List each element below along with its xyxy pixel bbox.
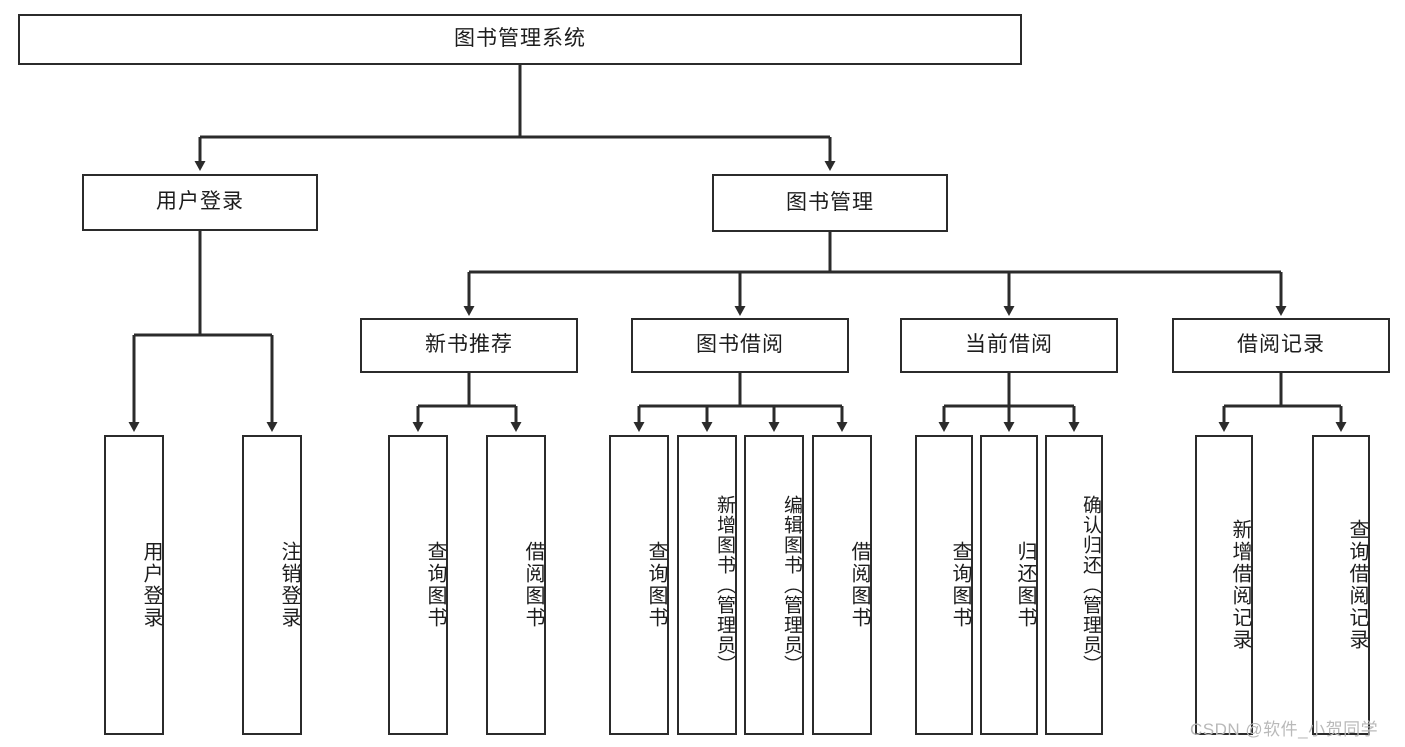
node-book-borrow[interactable]: 图书借阅 — [631, 318, 849, 373]
leaf-user-login-signin[interactable]: 用户登录 — [104, 435, 164, 735]
node-book-management[interactable]: 图书管理 — [712, 174, 948, 232]
leaf-borrow-query-book[interactable]: 查询图书 — [609, 435, 669, 735]
leaf-user-login-signout[interactable]: 注销登录 — [242, 435, 302, 735]
leaf-borrow-borrow-book[interactable]: 借阅图书 — [812, 435, 872, 735]
node-new-book-recommend[interactable]: 新书推荐 — [360, 318, 578, 373]
leaf-current-confirm-return-admin[interactable]: 确认归还（管理员） — [1045, 435, 1103, 735]
leaf-record-query-borrow-record[interactable]: 查询借阅记录 — [1312, 435, 1370, 735]
node-root-book-management-system[interactable]: 图书管理系统 — [18, 14, 1022, 65]
node-user-login[interactable]: 用户登录 — [82, 174, 318, 231]
leaf-borrow-add-book-admin[interactable]: 新增图书（管理员） — [677, 435, 737, 735]
node-borrow-record[interactable]: 借阅记录 — [1172, 318, 1390, 373]
leaf-record-add-borrow-record[interactable]: 新增借阅记录 — [1195, 435, 1253, 735]
leaf-current-query-book[interactable]: 查询图书 — [915, 435, 973, 735]
leaf-recommend-borrow-book[interactable]: 借阅图书 — [486, 435, 546, 735]
leaf-recommend-query-book[interactable]: 查询图书 — [388, 435, 448, 735]
leaf-borrow-edit-book-admin[interactable]: 编辑图书（管理员） — [744, 435, 804, 735]
csdn-watermark: CSDN @软件_小贺同学 — [1190, 720, 1379, 739]
leaf-current-return-book[interactable]: 归还图书 — [980, 435, 1038, 735]
node-current-borrow[interactable]: 当前借阅 — [900, 318, 1118, 373]
